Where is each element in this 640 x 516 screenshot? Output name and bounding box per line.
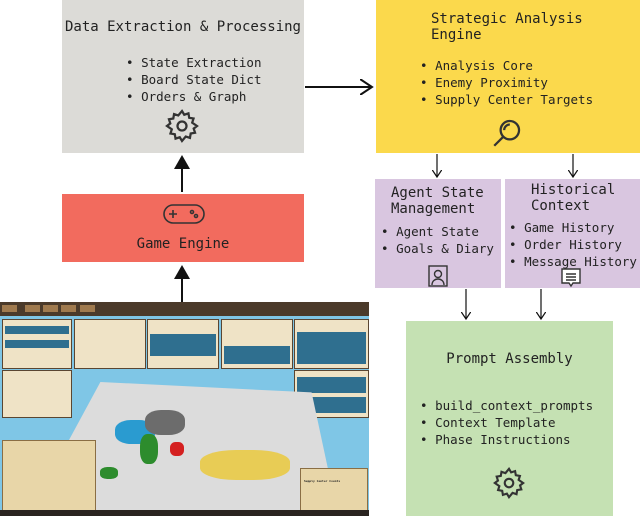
box-title: Prompt Assembly	[446, 351, 573, 367]
list-item: Agent State	[381, 223, 501, 240]
box-title: Agent State Management	[391, 185, 484, 217]
game-screenshot: Supply Center Counts	[0, 302, 369, 516]
list-item: Enemy Proximity	[420, 74, 640, 91]
supply-center-panel-title: Supply Center Counts	[304, 479, 341, 483]
list-item: Phase Instructions	[420, 431, 613, 448]
list-item: Supply Center Targets	[420, 91, 640, 108]
box-title: Data Extraction & Processing	[64, 19, 301, 35]
gear-icon	[164, 108, 200, 144]
list-item: build_context_prompts	[420, 397, 613, 414]
user-badge-icon	[428, 265, 448, 287]
game-engine-box: Game Engine	[62, 194, 304, 262]
agent-state-box: Agent State Management Agent State Goals…	[375, 179, 501, 288]
list-item: State Extraction	[126, 54, 304, 71]
list-item: Order History	[509, 236, 640, 253]
prompt-assembly-box: Prompt Assembly build_context_prompts Co…	[406, 321, 613, 516]
data-extraction-box: Data Extraction & Processing State Extra…	[62, 0, 304, 153]
historical-context-box: Historical Context Game History Order Hi…	[505, 179, 640, 288]
list-item: Message History	[509, 253, 640, 270]
list-item: Game History	[509, 219, 640, 236]
game-toolbar	[0, 302, 369, 316]
gear-icon	[492, 466, 526, 500]
message-icon	[561, 268, 581, 288]
box-title: Game Engine	[136, 236, 230, 252]
list-item: Analysis Core	[420, 57, 640, 74]
list-item: Goals & Diary	[381, 240, 501, 257]
gamepad-icon	[162, 203, 206, 225]
list-item: Board State Dict	[126, 71, 304, 88]
magnifier-icon	[490, 116, 524, 150]
list-item: Context Template	[420, 414, 613, 431]
box-title: Strategic Analysis Engine	[431, 11, 583, 43]
box-title: Historical Context	[531, 182, 616, 214]
list-item: Orders & Graph	[126, 88, 304, 105]
strategic-analysis-box: Strategic Analysis Engine Analysis Core …	[376, 0, 640, 153]
